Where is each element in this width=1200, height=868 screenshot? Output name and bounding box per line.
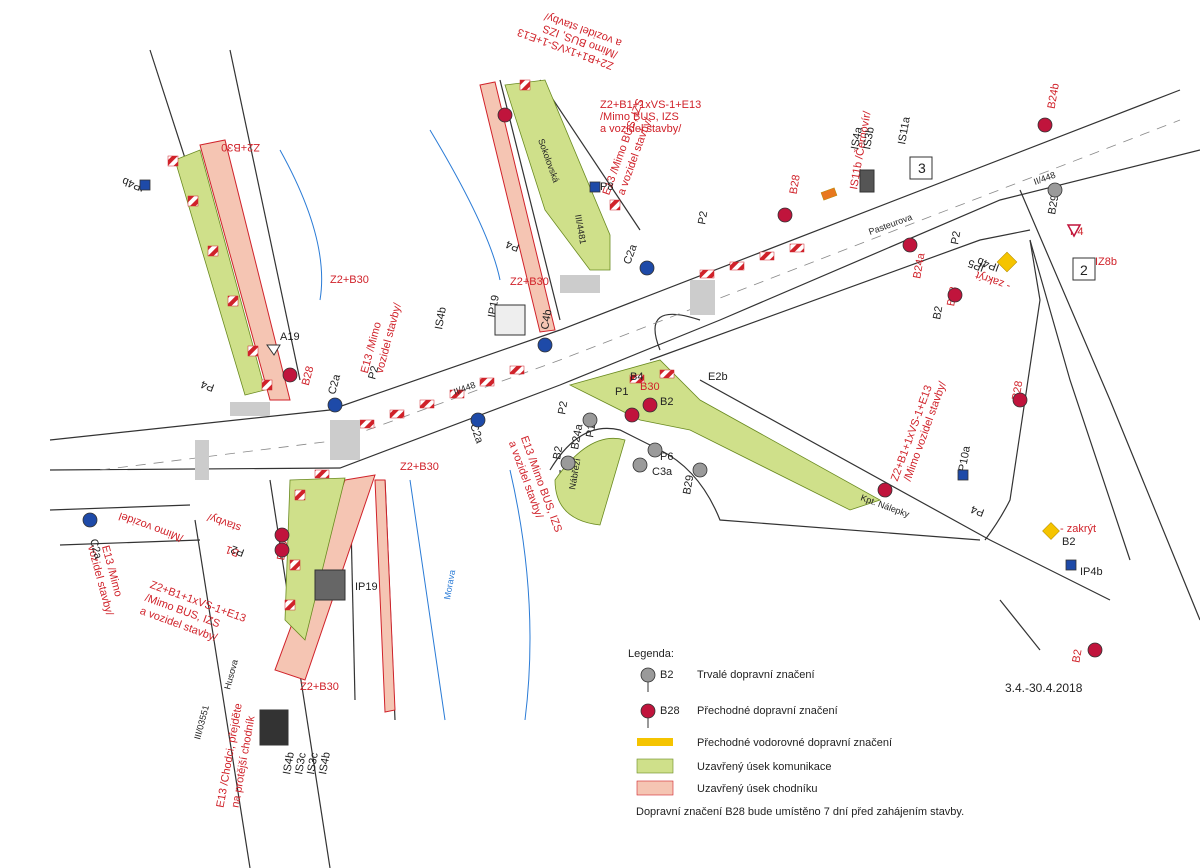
label: - zakrýt: [1060, 523, 1096, 535]
label: B24a: [911, 251, 927, 279]
label: C2a: [622, 242, 640, 266]
label: P8: [600, 181, 613, 193]
legend-item-text: Přechodné vodorovné dopravní značení: [697, 737, 892, 749]
legend-perm-sign-icon: [640, 667, 656, 683]
legend: Legenda: B2 Trvalé dopravní značení B28 …: [628, 648, 964, 818]
date-range: 3.4.-30.4.2018: [1005, 681, 1083, 695]
closed-roads: [174, 79, 881, 641]
label: P2: [229, 543, 246, 559]
label: P4: [199, 378, 216, 394]
street-husova: Husova: [222, 658, 240, 690]
label: P6: [660, 451, 673, 463]
label: B2: [931, 305, 945, 320]
label: stavby/: [205, 510, 243, 534]
label: B2: [660, 396, 673, 408]
label: Z2+B30: [300, 681, 339, 693]
label: P2: [556, 400, 570, 415]
label: IP5: [966, 257, 986, 274]
label: C2a: [326, 372, 343, 395]
label: P4: [504, 238, 521, 254]
legend-item-text: Uzavřený úsek chodníku: [697, 783, 817, 795]
label: P2: [696, 210, 710, 225]
label: a vozidel stavby/: [600, 123, 682, 135]
label: IS3c: [305, 751, 321, 775]
sign-2: 2: [1080, 262, 1088, 278]
blue-signs: [82, 179, 1077, 571]
legend-temp-sign-icon: [640, 703, 656, 719]
label: /Mimo BUS, IZS: [600, 111, 679, 123]
label: IS4b: [281, 751, 297, 775]
label: Z2+B1+1xVS-1+E13: [600, 99, 701, 111]
info-signs: 3 2: [259, 156, 1096, 746]
label: B2: [1070, 648, 1084, 663]
label: B4: [630, 371, 643, 383]
label: P2: [949, 230, 963, 245]
legend-item-text: Uzavřený úsek komunikace: [697, 761, 832, 773]
street-morava: Morava: [442, 569, 457, 600]
label: IP19: [355, 581, 378, 593]
road-ii448-a: II/448: [452, 380, 477, 397]
temp-markings: [820, 187, 1060, 540]
river-lines: [279, 129, 531, 721]
labels-black: A19 P4 P2 C2a IP19 IS4b C4b P8 P4 P2 P2 …: [87, 115, 1103, 775]
label: IS3b: [861, 126, 877, 150]
label: C3a: [652, 466, 673, 478]
sign-3: 3: [918, 160, 926, 176]
label: IS3c: [293, 751, 309, 775]
label: B28: [300, 365, 317, 387]
label: A19: [280, 331, 300, 343]
legend-item-text: Trvalé dopravní značení: [697, 669, 815, 681]
temp-signs: [274, 107, 1103, 658]
label: Z2+B30: [510, 276, 549, 288]
label: IP10a: [956, 444, 973, 475]
label: /Mimo vozidel: [117, 510, 184, 544]
label: B1: [224, 543, 241, 559]
label: IS11a: [896, 115, 913, 145]
label: B24a: [569, 422, 585, 450]
barriers: [167, 79, 805, 611]
legend-closed-road-swatch: [636, 758, 674, 774]
label: IP4b: [1080, 566, 1103, 578]
closed-sidewalks: [199, 81, 556, 713]
legend-item-text: Přechodné dopravní značení: [697, 705, 838, 717]
label: IS4b: [433, 306, 449, 330]
legend-code: B2: [660, 669, 673, 681]
legend-marking-swatch: [637, 738, 673, 746]
crosswalks: [195, 275, 715, 480]
label: P1: [615, 386, 628, 398]
label: IS4b: [317, 751, 333, 775]
label: P4: [969, 503, 986, 519]
perm-signs: [560, 182, 1063, 478]
label: B2: [551, 445, 565, 460]
label: B29: [1046, 194, 1061, 215]
label: E2b: [708, 371, 728, 383]
legend-title: Legenda:: [628, 648, 674, 660]
label: IZ8b: [1095, 256, 1117, 268]
label: B30: [640, 381, 660, 393]
label: Z2+B30: [330, 274, 369, 286]
label: Z2+B30: [221, 141, 260, 153]
street-pasteurova: Pasteurova: [867, 212, 913, 237]
label: B2: [1062, 536, 1075, 548]
label: B24b: [1046, 82, 1062, 109]
legend-code: B28: [660, 705, 680, 717]
label: B28: [788, 174, 803, 195]
label: IS4a: [849, 125, 865, 150]
label: C4b: [539, 309, 554, 331]
label: Z2+B30: [400, 461, 439, 473]
label: B29: [681, 474, 696, 495]
label: C2a: [87, 538, 104, 561]
label: P2: [366, 365, 381, 381]
legend-closed-sidewalk-swatch: [636, 780, 674, 796]
road-iii03551: III/03551: [192, 704, 211, 740]
legend-note: Dopravní značení B28 bude umístěno 7 dní…: [636, 806, 964, 818]
